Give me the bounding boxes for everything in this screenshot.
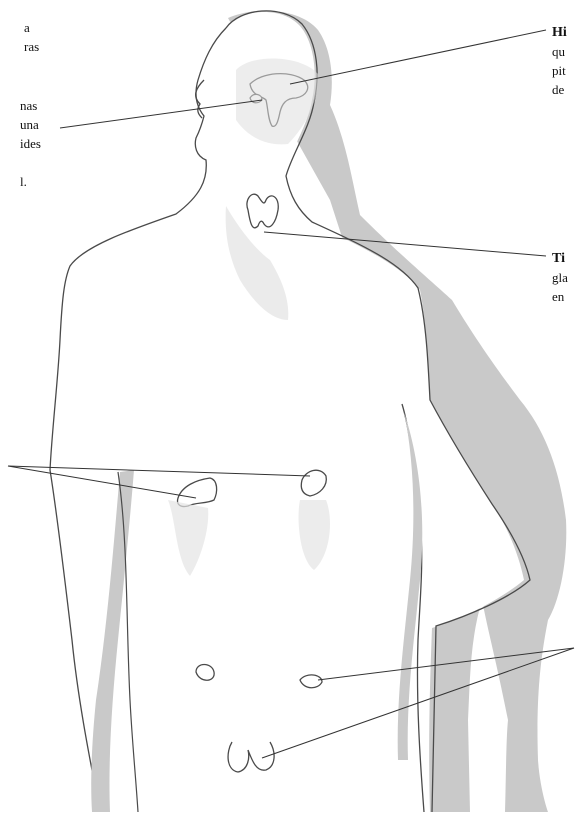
label-left-top: a ras (24, 18, 39, 56)
label-hypothalamus: Hi qu pit de (552, 22, 567, 99)
label-thyroid-title: Ti (552, 251, 565, 266)
label-thyroid-text: gla en (552, 270, 568, 304)
label-hypothalamus-text: qu pit de (552, 44, 566, 97)
label-hypothalamus-title: Hi (552, 25, 567, 40)
label-thyroid: Ti gla en (552, 248, 568, 306)
label-left-mid: nas una ides l. (20, 96, 41, 191)
